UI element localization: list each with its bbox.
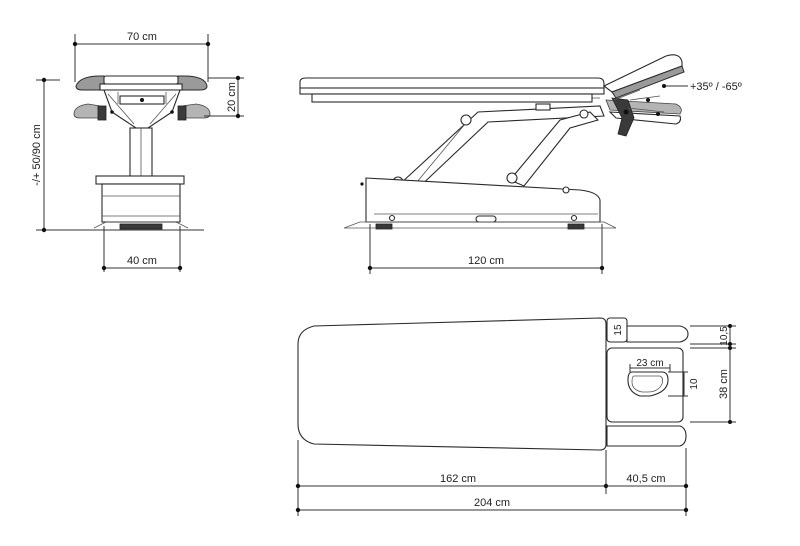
head-length-label: 40,5 cm bbox=[626, 473, 665, 485]
body-length-label: 162 cm bbox=[440, 473, 476, 485]
total-length-label: 204 cm bbox=[474, 497, 510, 509]
top-view: 15 23 cm 10 10,5 38 cm bbox=[295, 317, 736, 516]
top-side-piece-label: 15 bbox=[613, 324, 624, 336]
head-angle-label: +35º / -65º bbox=[690, 81, 742, 93]
front-view: 70 cm -/+ 50/90 cm bbox=[31, 31, 244, 272]
front-height-label: -/+ 50/90 cm bbox=[31, 124, 43, 185]
top-side-offset-label: 10,5 bbox=[719, 326, 730, 346]
front-width-label: 70 cm bbox=[127, 31, 157, 43]
face-hole-height-label: 10 bbox=[689, 378, 700, 390]
head-width-label: 38 cm bbox=[718, 369, 730, 399]
side-view: +35º / -65º 120 cm bbox=[299, 54, 742, 274]
side-base-label: 120 cm bbox=[468, 255, 504, 267]
front-tilt-label: 20 cm bbox=[226, 82, 238, 112]
front-base-label: 40 cm bbox=[127, 255, 157, 267]
face-hole-width-label: 23 cm bbox=[636, 358, 663, 369]
